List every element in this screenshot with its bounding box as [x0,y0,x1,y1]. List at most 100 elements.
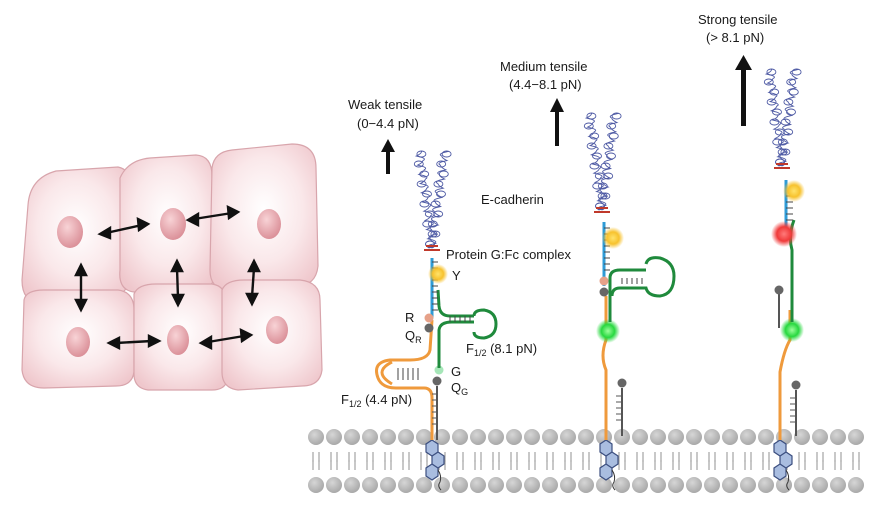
protein-ribbon [777,138,788,146]
weak-tensile-title: Weak tensile [348,97,422,112]
lipid-head [722,429,738,445]
strong-tensile-title: Strong tensile [698,12,778,27]
protein-ribbon [766,68,777,76]
lipid-head [416,429,432,445]
protein-ribbon [772,138,783,146]
protein-ribbon [600,192,611,200]
e-cadherin-dimer [583,112,622,213]
lipid-head [848,477,864,493]
cell-nucleus [57,216,83,248]
protein-ribbon [583,122,594,130]
medium-tensile-range: (4.4−8.1 pN) [509,77,582,92]
double-arrow-icon [170,258,185,308]
lipid-head [380,477,396,493]
lipid-head [794,477,810,493]
lipid-head [524,429,540,445]
quencher-qr [599,287,609,297]
lipid-head [650,429,666,445]
green-dna-strand [608,268,646,322]
lipid-head [758,477,774,493]
lipid-head [740,429,756,445]
protein-ribbon [766,98,777,106]
lipid-head [632,429,648,445]
lipid-head [686,477,702,493]
protein-ribbon [438,170,449,178]
lipid-head [614,477,630,493]
intercellular-force-arrows [74,204,261,350]
dye-y-glow [428,264,448,284]
lipid-head [542,429,558,445]
labels: Weak tensile (0−4.4 pN) Medium tensile (… [341,12,778,409]
probe-strong [735,55,805,491]
green-hairpin-loop [610,256,676,298]
cell-nucleus [257,209,281,239]
cell-nucleus [160,208,186,240]
protein-ribbon [788,88,799,96]
green-hairpin-loop [472,308,498,340]
double-arrow-icon [74,262,88,313]
lipid-head [560,429,576,445]
double-arrow-icon [198,327,254,350]
probe-medium [550,98,676,491]
lipid-head [794,429,810,445]
cell-nucleus [66,327,90,357]
protein-g-fc-complex [594,207,610,213]
dye-r-glow [771,221,797,247]
protein-ribbon [419,200,430,208]
protein-ribbon [763,78,774,86]
protein-ribbon [600,162,611,170]
up-arrow-icon [550,98,564,146]
cholesterol-anchor [773,439,793,491]
lipid-head [362,477,378,493]
protein-ribbon [424,210,435,218]
dye-y-glow [602,227,624,249]
double-arrow-icon [185,204,241,227]
dye-y-label: Y [452,268,461,283]
lipid-head [632,477,648,493]
protein-ribbon [786,78,797,86]
lipid-head [470,477,486,493]
protein-ribbon [433,180,444,188]
up-arrow-icon [735,55,752,126]
lipid-head [578,477,594,493]
lipid-head [326,429,342,445]
protein-ribbon [589,162,600,170]
protein-g-label: Protein G:Fc complex [446,247,571,262]
lipid-head [398,477,414,493]
lipid-head [308,477,324,493]
weak-tensile-range: (0−4.4 pN) [357,116,419,131]
lipid-head [848,429,864,445]
lipid-head [578,429,594,445]
protein-ribbon [592,182,603,190]
protein-ribbon [592,152,602,160]
lipid-head [434,477,450,493]
lipid-head [830,477,846,493]
protein-ribbon [597,182,608,190]
f-half-low-label: F1/2 (4.4 pN) [341,392,412,409]
quencher-qr-label: QR [405,328,422,345]
orange-dna-strand [601,296,608,440]
lipid-head [668,477,684,493]
protein-ribbon [606,122,617,130]
protein-ribbon [430,230,441,238]
lipid-head [812,477,828,493]
lipid-head [362,429,378,445]
protein-ribbon [586,142,597,150]
orange-hairpin-loop [380,360,393,386]
lipid-head [650,477,666,493]
dye-r [599,276,609,286]
lipid-head [704,477,720,493]
protein-ribbon [603,142,614,150]
lipid-head [830,429,846,445]
protein-ribbon [608,132,619,140]
dye-g-label: G [451,364,461,379]
lipid-head [326,477,342,493]
lipid-head [308,429,324,445]
lipid-head [686,429,702,445]
quencher-qr [424,323,434,333]
up-arrow-icon [381,139,395,174]
lipid-head [506,429,522,445]
protein-ribbon [422,190,432,198]
